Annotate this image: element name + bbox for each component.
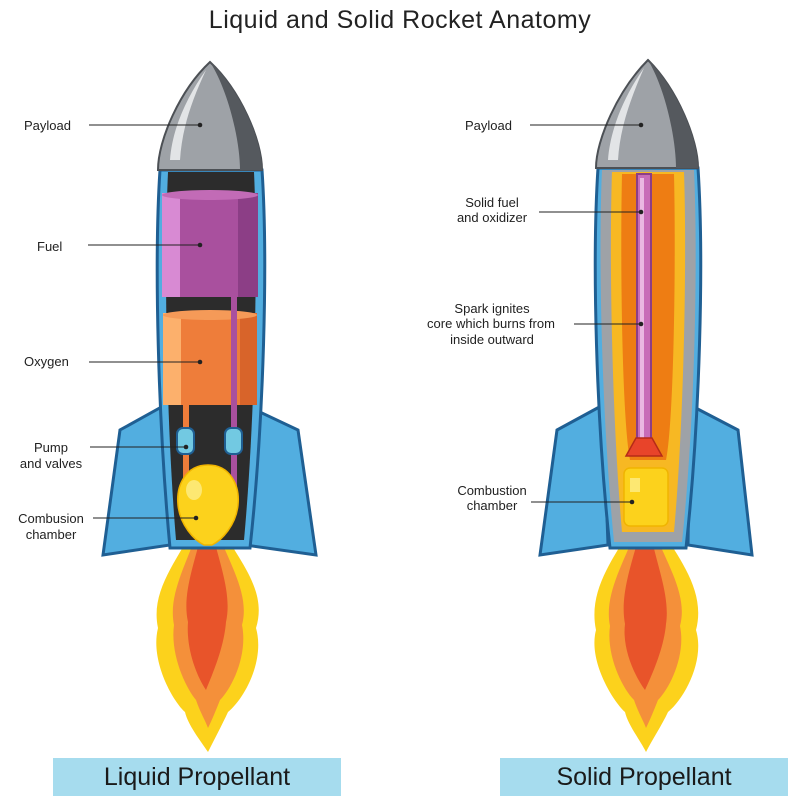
liquid-label-oxygen: Oxygen xyxy=(24,354,69,369)
solid-label-spark-3: inside outward xyxy=(450,332,534,347)
solid-left-fin xyxy=(538,402,610,557)
liquid-caption-text: Liquid Propellant xyxy=(103,762,291,791)
liquid-label-fuel: Fuel xyxy=(37,239,62,254)
solid-labels: Payload Solid fuel and oxidizer Spark ig… xyxy=(427,118,644,513)
solid-nose-cone xyxy=(594,58,700,169)
liquid-propellant-caption: Liquid Propellant xyxy=(53,758,341,796)
liquid-label-pump: Pump xyxy=(34,440,68,455)
liquid-rocket xyxy=(101,60,318,752)
solid-label-fuel: Solid fuel xyxy=(465,195,519,210)
solid-flame xyxy=(594,530,699,752)
pump-left xyxy=(176,427,195,455)
liquid-label-combustion-2: chamber xyxy=(26,527,77,542)
liquid-flame xyxy=(156,525,259,752)
solid-right-fin xyxy=(686,402,754,557)
solid-label-fuel-2: and oxidizer xyxy=(457,210,528,225)
pump-right xyxy=(224,427,243,455)
liquid-combustion-chamber xyxy=(177,464,239,546)
solid-label-spark-2: core which burns from xyxy=(427,316,555,331)
diagram-title: Liquid and Solid Rocket Anatomy xyxy=(208,6,592,34)
liquid-nose-cone xyxy=(156,60,264,171)
fuel-tank xyxy=(162,190,258,297)
solid-label-combustion: Combustion xyxy=(457,483,526,498)
solid-combustion-chamber xyxy=(623,467,669,527)
solid-label-combustion-2: chamber xyxy=(467,498,518,513)
solid-caption-text: Solid Propellant xyxy=(556,762,732,791)
liquid-labels: Payload Fuel Oxygen Pump and valves Comb… xyxy=(18,118,203,542)
oxygen-tank xyxy=(163,310,257,405)
liquid-label-payload: Payload xyxy=(24,118,71,133)
solid-rocket xyxy=(538,58,754,752)
liquid-label-combustion: Combusion xyxy=(18,511,84,526)
solid-label-payload: Payload xyxy=(465,118,512,133)
solid-propellant-caption: Solid Propellant xyxy=(500,758,788,796)
spark-igniter xyxy=(624,437,664,457)
solid-label-spark: Spark ignites xyxy=(454,301,530,316)
liquid-label-pump-2: and valves xyxy=(20,456,83,471)
